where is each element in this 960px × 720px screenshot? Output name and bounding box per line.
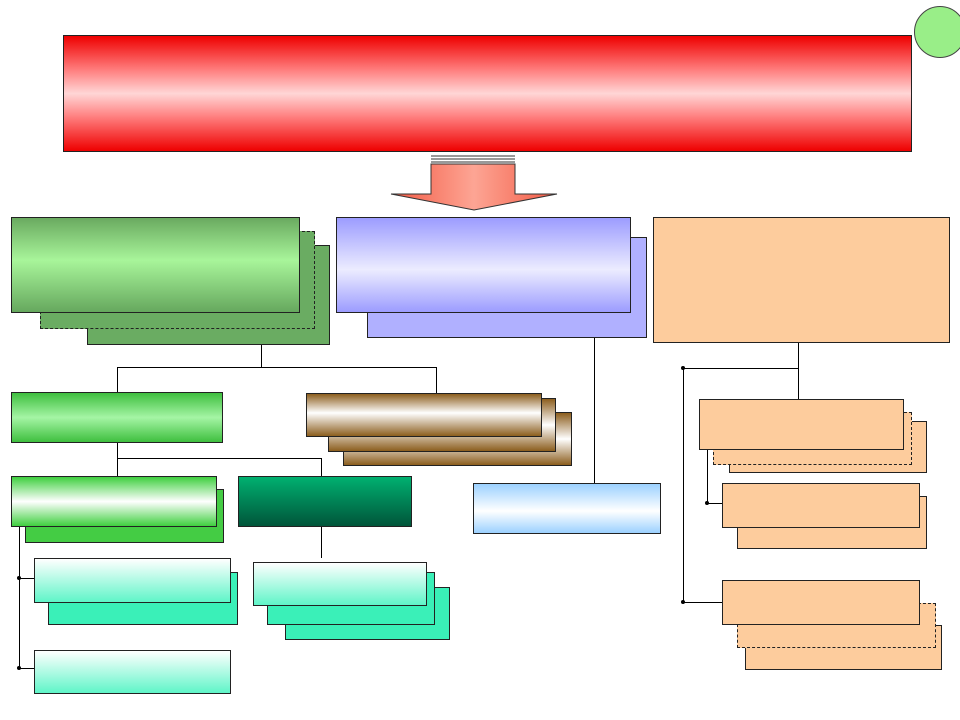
teal-box xyxy=(238,476,412,527)
green-child-box xyxy=(11,392,223,443)
sky-box xyxy=(473,483,661,534)
green-white-box xyxy=(11,476,217,527)
brown-main-box xyxy=(306,393,542,437)
connector xyxy=(19,578,35,579)
connector xyxy=(594,338,595,483)
connector xyxy=(321,527,322,558)
connector xyxy=(19,527,20,669)
connector xyxy=(19,668,35,669)
connector xyxy=(117,458,322,459)
down-arrow-icon xyxy=(390,155,558,211)
connector xyxy=(117,367,437,368)
connector xyxy=(436,367,437,393)
connector-dot xyxy=(681,366,685,370)
connector xyxy=(117,367,118,392)
peach-3-box xyxy=(722,580,920,625)
connector xyxy=(707,449,708,504)
connector xyxy=(117,443,118,476)
connector-dot xyxy=(17,576,21,580)
aqua-mid-box xyxy=(253,562,427,606)
connector xyxy=(683,368,684,603)
aqua-left-box-1 xyxy=(34,558,231,603)
connector xyxy=(798,343,799,399)
connector xyxy=(683,368,799,369)
connector-dot xyxy=(681,600,685,604)
connector xyxy=(707,503,723,504)
peach-2-box xyxy=(722,483,920,528)
connector-dot xyxy=(705,501,709,505)
peach-1-box xyxy=(699,399,904,450)
title-box xyxy=(63,35,912,152)
peach-main-box xyxy=(653,217,950,343)
green-main-box xyxy=(11,217,300,313)
connector xyxy=(261,345,262,367)
connector-dot xyxy=(17,666,21,670)
blue-main-box xyxy=(336,217,631,313)
circle-badge-icon xyxy=(914,6,960,58)
connector xyxy=(321,458,322,476)
aqua-left-box-2 xyxy=(34,650,231,694)
connector xyxy=(683,602,723,603)
